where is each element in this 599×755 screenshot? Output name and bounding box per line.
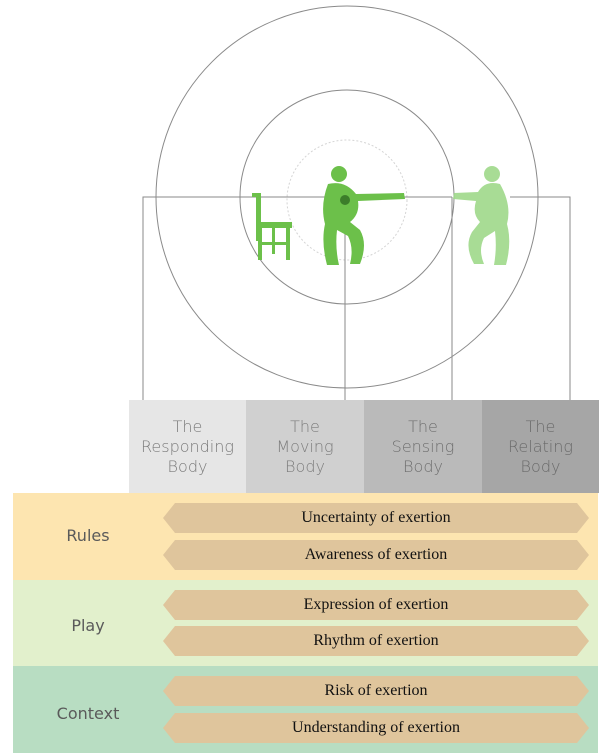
body-box-sensing: The Sensing Body bbox=[364, 400, 482, 493]
pill-label-risk: Risk of exertion bbox=[324, 682, 428, 699]
body-circles-diagram bbox=[142, 5, 571, 400]
pill-label-awareness: Awareness of exertion bbox=[304, 546, 448, 563]
band-context: Context Risk of exertion Understanding o… bbox=[13, 666, 598, 753]
band-label-context: Context bbox=[56, 704, 120, 723]
pill-awareness: Awareness of exertion bbox=[163, 540, 589, 570]
band-label-play: Play bbox=[71, 616, 105, 635]
pill-label-expression: Expression of exertion bbox=[303, 596, 449, 613]
pill-label-uncertainty: Uncertainty of exertion bbox=[301, 509, 451, 526]
chair-icon bbox=[252, 193, 292, 260]
band-label-rules: Rules bbox=[66, 526, 110, 545]
body-label-relating: The Relating Body bbox=[508, 416, 573, 476]
pill-label-rhythm: Rhythm of exertion bbox=[313, 632, 439, 649]
body-box-moving: The Moving Body bbox=[246, 400, 364, 493]
band-rules: Rules Uncertainty of exertion Awareness … bbox=[13, 493, 598, 580]
pill-expression: Expression of exertion bbox=[163, 590, 589, 620]
body-box-relating: The Relating Body bbox=[482, 400, 599, 493]
connector-lines bbox=[142, 196, 571, 400]
pill-rhythm: Rhythm of exertion bbox=[163, 626, 589, 656]
partner-person-icon bbox=[453, 166, 510, 265]
squatting-person-icon bbox=[323, 166, 405, 265]
pill-understanding: Understanding of exertion bbox=[163, 713, 589, 743]
band-play: Play Expression of exertion Rhythm of ex… bbox=[13, 580, 598, 666]
body-label-responding: The Responding Body bbox=[140, 416, 234, 476]
body-box-responding: The Responding Body bbox=[129, 400, 246, 493]
body-label-sensing: The Sensing Body bbox=[391, 416, 455, 476]
inner-circle bbox=[286, 139, 408, 261]
pill-risk: Risk of exertion bbox=[163, 676, 589, 706]
pill-uncertainty: Uncertainty of exertion bbox=[163, 503, 589, 533]
pill-label-understanding: Understanding of exertion bbox=[292, 719, 460, 736]
body-label-moving: The Moving Body bbox=[276, 416, 334, 476]
